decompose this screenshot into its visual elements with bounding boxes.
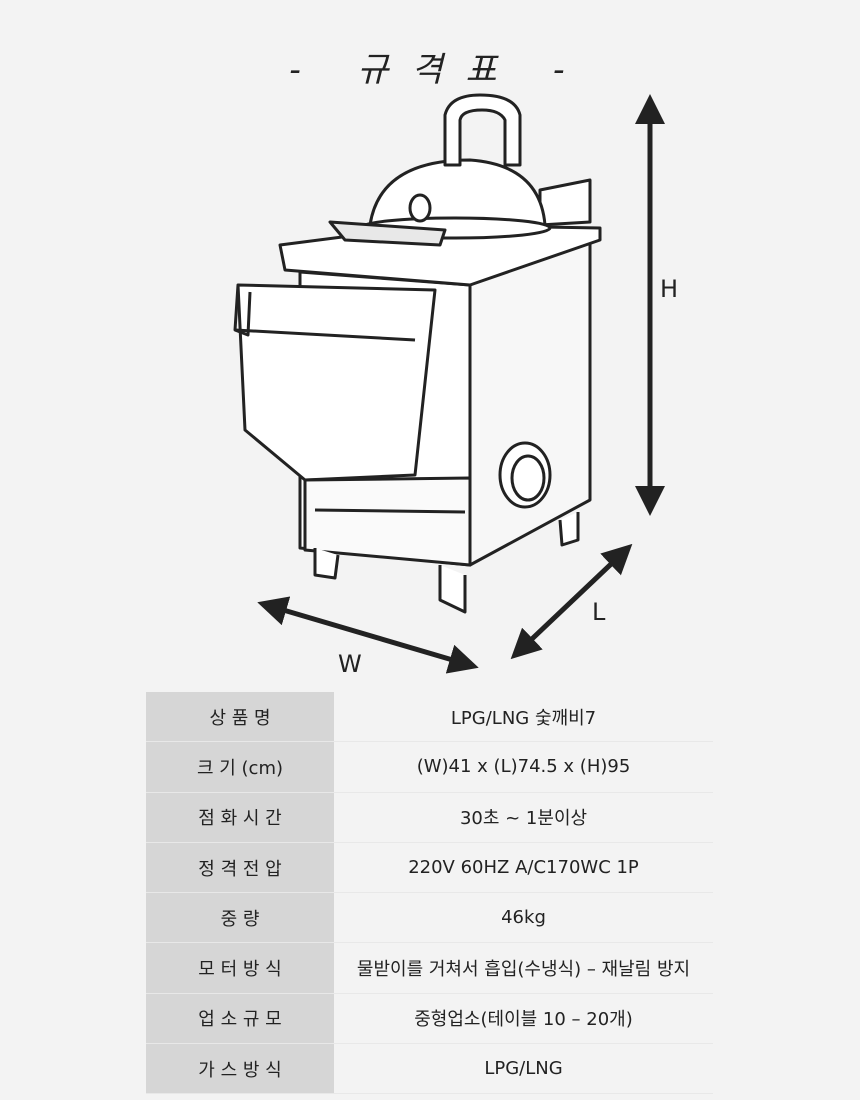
spec-value: 30초 ~ 1분이상 — [334, 792, 713, 843]
spec-label: 상 품 명 — [146, 692, 334, 742]
table-row: 모 터 방 식 물받이를 거쳐서 흡입(수냉식) – 재날림 방지 — [146, 942, 713, 994]
length-dimension-arrow — [510, 543, 633, 660]
grill-machine-drawing — [233, 93, 602, 614]
spec-table: 상 품 명 LPG/LNG 숯깨비7 크 기 (cm) (W)41 x (L)7… — [146, 692, 713, 1094]
table-row: 점 화 시 간 30초 ~ 1분이상 — [146, 792, 713, 843]
spec-label: 점 화 시 간 — [146, 792, 334, 843]
spec-value: 중형업소(테이블 10 – 20개) — [334, 993, 713, 1044]
table-row: 크 기 (cm) (W)41 x (L)74.5 x (H)95 — [146, 741, 713, 793]
page-title: - 규 격 표 - — [289, 50, 571, 90]
length-label: L — [592, 598, 606, 626]
spec-value: LPG/LNG 숯깨비7 — [334, 692, 713, 742]
product-illustration: H L W — [233, 93, 678, 678]
spec-value: 220V 60HZ A/C170WC 1P — [334, 842, 713, 893]
spec-label: 중 량 — [146, 892, 334, 943]
spec-value: (W)41 x (L)74.5 x (H)95 — [334, 741, 713, 793]
table-row: 가 스 방 식 LPG/LNG — [146, 1043, 713, 1094]
width-label: W — [338, 650, 362, 678]
spec-label: 모 터 방 식 — [146, 942, 334, 994]
table-row: 중 량 46kg — [146, 892, 713, 943]
spec-value: 물받이를 거쳐서 흡입(수냉식) – 재날림 방지 — [334, 942, 713, 994]
spec-label: 크 기 (cm) — [146, 741, 334, 793]
spec-label: 가 스 방 식 — [146, 1043, 334, 1094]
width-dimension-arrow — [257, 596, 479, 674]
height-label: H — [660, 275, 678, 303]
spec-value: 46kg — [334, 892, 713, 943]
table-row: 업 소 규 모 중형업소(테이블 10 – 20개) — [146, 993, 713, 1044]
spec-value: LPG/LNG — [334, 1043, 713, 1094]
spec-label: 정 격 전 압 — [146, 842, 334, 893]
table-row: 정 격 전 압 220V 60HZ A/C170WC 1P — [146, 842, 713, 893]
table-row: 상 품 명 LPG/LNG 숯깨비7 — [146, 692, 713, 742]
spec-label: 업 소 규 모 — [146, 993, 334, 1044]
